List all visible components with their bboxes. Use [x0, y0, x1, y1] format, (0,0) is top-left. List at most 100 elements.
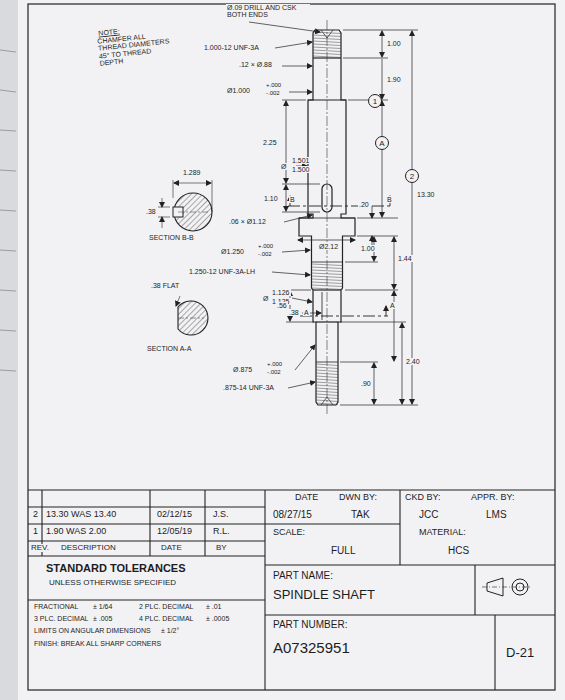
drawing-label: A — [389, 302, 396, 309]
drawing-label: DWN BY: — [338, 493, 378, 502]
drawing-label: J.S. — [212, 510, 230, 519]
drawing-label: PART NUMBER: — [272, 620, 348, 631]
drawing-label: 2.40 — [405, 358, 421, 365]
drawing-label: 1.126 — [271, 289, 291, 296]
drawing-label: 1.500 — [291, 166, 311, 173]
drawing-label: MATERIAL: — [418, 528, 467, 537]
drawing-label: Ø1.250 — [220, 248, 245, 255]
binder-ticks — [0, 50, 16, 371]
drawing-label: Ø2.12 — [318, 243, 339, 250]
drawing-label: 12/05/19 — [156, 527, 193, 536]
drawing-label: Ø — [262, 295, 269, 302]
drawing-label: 1.00 — [386, 40, 402, 47]
drawing-label: 1.44 — [397, 255, 413, 262]
drawing-label: LIMITS ON ANGULAR DIMENSIONS — [33, 627, 152, 634]
projection-symbol — [482, 578, 532, 596]
drawing-label: 13.30 — [416, 191, 436, 198]
drawing-label: SPINDLE SHAFT — [272, 588, 376, 602]
drawing-label: APPR. BY: — [470, 493, 516, 502]
drawing-label: LMS — [485, 510, 508, 521]
balloon-callout: 1 — [368, 94, 382, 108]
drawing-label: .38 — [145, 208, 157, 215]
drawing-label: TAK — [350, 510, 371, 521]
drawing-label: 2.25 — [262, 139, 278, 146]
drawing-label: 1 — [32, 527, 39, 536]
thread-stroke — [312, 270, 343, 272]
drawing-label: 08/27/15 — [272, 510, 313, 521]
thread-stroke — [313, 50, 341, 52]
section-cut-lines — [288, 196, 392, 316]
drawing-label: Ø.09 DRILL AND CSK BOTH ENDS — [226, 4, 310, 19]
drawing-label: FINISH: BREAK ALL SHARP CORNERS — [33, 640, 162, 647]
drawing-label: ± .0005 — [205, 615, 230, 622]
drawing-label: FRACTIONAL — [33, 603, 79, 610]
section-a-a — [176, 296, 208, 335]
drawing-label: SECTION B-B — [148, 234, 195, 241]
drawing-label: 1.10 — [263, 195, 279, 202]
drawing-label: HCS — [447, 546, 470, 557]
drawing-label: JCC — [418, 510, 439, 521]
sheet-border — [28, 4, 555, 690]
callout-number: 1 — [373, 97, 377, 106]
drawing-label: SCALE: — [272, 528, 306, 537]
drawing-label: .12 × Ø.88 — [238, 61, 273, 68]
drawing-label: DATE — [160, 544, 183, 552]
title-block-lines — [28, 490, 555, 690]
drawing-label: 2 — [32, 510, 39, 519]
drawing-label: .06 × Ø1.12 — [228, 218, 267, 225]
balloon-callout: 2 — [405, 169, 419, 183]
drawing-label: 1.250-12 UNF-3A-LH — [188, 268, 256, 275]
drawing-label: -.002 — [257, 251, 273, 257]
drawing-label: FULL — [330, 546, 356, 557]
drawing-label: DESCRIPTION — [60, 544, 117, 552]
drawing-label: 4 PLC. DECIMAL — [138, 615, 194, 622]
drawing-label: D-21 — [505, 646, 535, 660]
drawing-label: 1.501 — [291, 157, 311, 164]
drawing-label: PART NAME: — [272, 571, 334, 582]
drawing-label: REV. — [30, 544, 50, 552]
thread-stroke — [316, 382, 338, 384]
centerline — [327, 20, 328, 415]
drawing-label: 02/12/15 — [156, 510, 193, 519]
drawing-label: B — [289, 196, 296, 203]
drawing-label: BY — [215, 544, 228, 552]
drawing-label: Ø1.000 — [226, 87, 251, 94]
drawing-label: Ø.875 — [232, 366, 253, 373]
drawing-label: 1.90 WAS 2.00 — [45, 527, 107, 536]
balloon-callout: A — [375, 136, 389, 150]
thread-stroke — [316, 370, 338, 372]
drawing-label: 3 PLC. DECIMAL — [33, 615, 89, 622]
drawing-label: 1.000-12 UNF-3A — [203, 44, 260, 51]
drawing-label: B — [386, 196, 393, 203]
drawing-label: DATE — [294, 493, 319, 502]
drawing-label: CKD BY: — [404, 493, 442, 502]
drawing-label: Ø — [280, 163, 287, 170]
callout-number: A — [379, 139, 384, 148]
drawing-label: A — [303, 309, 310, 316]
drawing-label: 1.00 — [360, 245, 376, 252]
drawing-label: .90 — [360, 380, 372, 387]
drawing-label: .38 — [288, 309, 300, 316]
drawing-label: ± 1/2° — [160, 627, 180, 634]
drawing-label: -.002 — [265, 90, 281, 96]
drawing-label: .875-14 UNF-3A — [222, 384, 275, 391]
drawing-label: ± .005 — [92, 615, 113, 622]
drawing-label: .20 — [358, 201, 370, 208]
drawing-label: 13.30 WAS 13.40 — [45, 510, 117, 519]
drawing-label: A07325951 — [272, 640, 351, 656]
drawing-label: +.000 — [257, 243, 274, 249]
extension-lines — [282, 30, 418, 405]
drawing-label: .56 — [276, 302, 288, 309]
drawing-label: ± 1/64 — [92, 603, 113, 610]
drawing-label: R.L. — [212, 527, 231, 536]
drawing-label: +.000 — [266, 361, 283, 367]
callout-number: 2 — [410, 172, 414, 181]
drawing-label: -.002 — [266, 369, 282, 375]
drawing-label: 2 PLC. DECIMAL — [138, 603, 194, 610]
drawing-label: .38 FLAT — [150, 282, 180, 289]
drawing-label: ± .01 — [205, 603, 223, 610]
drawing-label: SECTION A-A — [146, 345, 192, 352]
drawing-label: UNLESS OTHERWISE SPECIFIED — [48, 579, 177, 587]
drawing-label: 1.289 — [182, 169, 202, 176]
drawing-label: 1.90 — [386, 76, 402, 83]
